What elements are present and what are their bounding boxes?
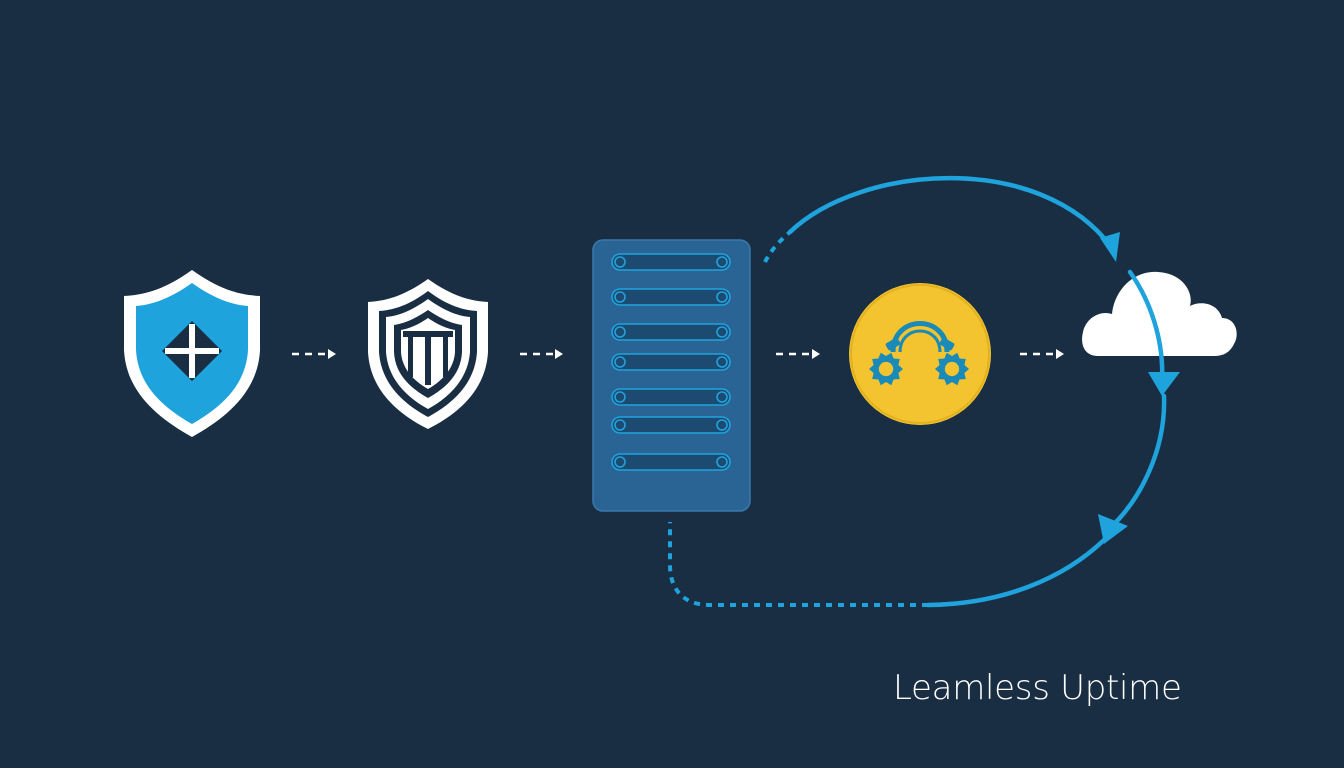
server-slot-led [716,356,728,368]
cloud-icon [1082,271,1237,356]
gears-link-icon [849,283,991,425]
server-slot-led [716,419,728,431]
server-slot [611,353,731,371]
server-slot-led [716,291,728,303]
server-slot-led [716,256,728,268]
gear-right-icon-hub [944,361,960,377]
server-slot-led [716,456,728,468]
shield-cross-icon [124,270,260,437]
connector-server-to-gears [776,349,820,359]
shield-gate-icon [368,279,488,429]
server-slot [611,453,731,471]
uptime-loop-arrows [668,175,1180,608]
server-slot [611,288,731,306]
server-slot-led [614,456,626,468]
gear-left-icon-hub [878,361,894,377]
connector-gears-to-cloud [1020,349,1064,359]
server-slot [611,323,731,341]
server-slot-led [614,356,626,368]
server-slot-led [614,256,626,268]
server-slot-led [614,326,626,338]
server-slot-led [716,391,728,403]
server-slot [611,416,731,434]
server-slot-led [716,326,728,338]
connector-shield2-to-server [520,349,563,359]
server-slot-led [614,419,626,431]
server-slot-led [614,391,626,403]
server-slot [611,253,731,271]
server-rack-icon [592,239,751,512]
server-slot [611,388,731,406]
server-slot-led [614,291,626,303]
diagram-caption: Leamless Uptime [893,668,1182,708]
connector-shield1-to-shield2 [292,349,336,359]
